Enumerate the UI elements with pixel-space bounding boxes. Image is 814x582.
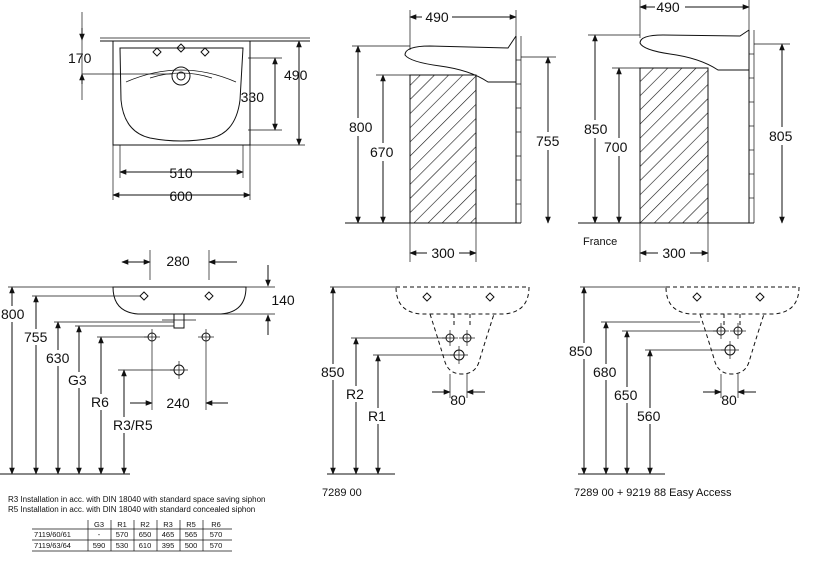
dim-80-mid: 80 (450, 392, 466, 408)
dim-80-ea: 80 (721, 392, 737, 408)
dim-490: 490 (284, 67, 308, 83)
dim-700: 700 (604, 139, 628, 155)
table-cell: 7119/60/61 (34, 530, 71, 539)
basin-inner-rim (149, 72, 213, 79)
dim-630: 630 (46, 350, 70, 366)
dim-600: 600 (169, 188, 193, 204)
connections (442, 330, 475, 364)
dim-170: 170 (68, 50, 92, 66)
dim-755: 755 (536, 133, 560, 149)
th-r1: R1 (117, 520, 127, 529)
dim-140: 140 (271, 292, 295, 308)
tap-holes (152, 43, 210, 57)
th-r6: R6 (211, 520, 221, 529)
note-r3: R3 Installation in acc. with DIN 18040 w… (8, 495, 265, 504)
basin-side-profile (404, 35, 517, 83)
dim-800: 800 (349, 119, 373, 135)
front-view-semi-pedestal (327, 286, 530, 475)
table-cell: 465 (162, 530, 175, 539)
label-r2: R2 (346, 386, 364, 402)
dim-680: 680 (593, 364, 617, 380)
dim-280: 280 (166, 253, 190, 269)
dim-805: 805 (769, 128, 793, 144)
front-view-easy-access (578, 286, 800, 475)
label-france: France (583, 236, 617, 248)
table-cell: 590 (93, 541, 106, 550)
dim-850-mid: 850 (321, 364, 345, 380)
label-g3: G3 (68, 372, 87, 388)
semi-pedestal-dashed-ea (699, 313, 765, 375)
basin-front-dashed (395, 286, 530, 315)
dim-670: 670 (370, 144, 394, 160)
dim-650: 650 (614, 387, 638, 403)
water-connection-right (198, 329, 214, 345)
drain-inner (176, 71, 186, 81)
dim-300-france: 300 (662, 245, 686, 261)
basin-bowl (119, 47, 244, 142)
basin-front (112, 286, 247, 315)
th-g3: G3 (94, 520, 104, 529)
pedestal-hatched-france (639, 67, 709, 224)
table-cell: 565 (185, 530, 198, 539)
table-cell: - (98, 530, 101, 539)
connections-ea (713, 323, 746, 359)
caption-easy-access: 7289 00 + 9219 88 Easy Access (574, 487, 732, 499)
dim-560: 560 (637, 408, 661, 424)
th-r2: R2 (140, 520, 150, 529)
label-r1: R1 (368, 408, 386, 424)
table-cell: 530 (116, 541, 129, 550)
label-r6: R6 (91, 394, 109, 410)
dim-240: 240 (166, 395, 190, 411)
dim-755-front: 755 (24, 329, 48, 345)
table-cell: 7119/63/64 (34, 541, 71, 550)
side-view-france (578, 0, 790, 262)
basin-front-dashed-ea (665, 286, 800, 315)
dim-300: 300 (431, 245, 455, 261)
dim-800-front: 800 (1, 306, 25, 322)
table-cell: 650 (139, 530, 152, 539)
table-cell: 610 (139, 541, 152, 550)
table-cell: 570 (210, 541, 223, 550)
dim-510: 510 (169, 165, 193, 181)
caption-7289: 7289 00 (322, 487, 362, 499)
dim-330: 330 (241, 89, 265, 105)
dim-850-france: 850 (584, 121, 608, 137)
pedestal-hatched (409, 74, 477, 224)
th-r5: R5 (186, 520, 196, 529)
table-cell: 570 (116, 530, 129, 539)
label-r3-r5: R3/R5 (113, 417, 153, 433)
dim-490-side: 490 (425, 9, 449, 25)
basin-rim-line (125, 69, 237, 83)
dim-490-france: 490 (656, 0, 680, 15)
table-cell: 570 (210, 530, 223, 539)
drain-outer (171, 66, 191, 86)
semi-pedestal-dashed (429, 313, 495, 375)
plan-view (79, 12, 310, 200)
front-view-installation (0, 250, 275, 475)
side-view-pedestal (345, 10, 556, 262)
th-r3: R3 (163, 520, 173, 529)
dimension-table: G3 R1 R2 R3 R5 R6 7119/60/61 - 570 650 4… (32, 520, 232, 552)
basin-side-profile-france (639, 29, 750, 71)
table-cell: 500 (185, 541, 198, 550)
table-cell: 395 (162, 541, 175, 550)
note-r5: R5 Installation in acc. with DIN 18040 w… (8, 505, 255, 514)
dim-850-ea: 850 (569, 343, 593, 359)
drain-outlet (173, 313, 185, 329)
